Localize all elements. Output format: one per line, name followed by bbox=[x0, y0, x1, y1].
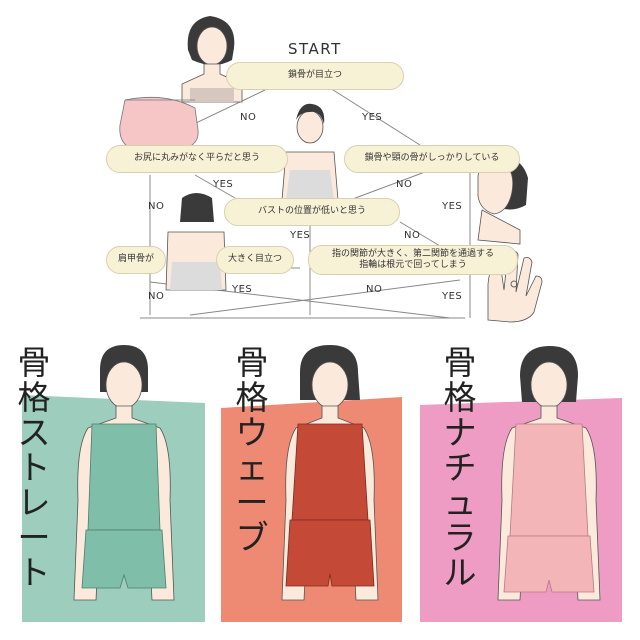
figure-natural bbox=[497, 346, 601, 601]
figure-wave bbox=[281, 345, 379, 601]
label-yes-6: YES bbox=[442, 291, 463, 302]
type-title-wave: 骨 格 ウ ェ ー ブ bbox=[232, 343, 272, 557]
label-yes-2: YES bbox=[213, 179, 234, 190]
type-title-char: ル bbox=[443, 552, 477, 592]
label-yes-3: YES bbox=[442, 201, 463, 212]
woman-bust-illustration bbox=[281, 103, 339, 201]
label-yes-4: YES bbox=[290, 230, 311, 241]
type-title-char: ウ bbox=[235, 412, 269, 452]
node-shoulder-blade-a: 肩甲骨が bbox=[106, 246, 166, 274]
label-no-4: NO bbox=[404, 230, 421, 241]
type-title-natural: 骨 格 ナ チ ュ ラ ル bbox=[440, 343, 480, 592]
label-no-5: NO bbox=[148, 291, 165, 302]
node-neck-bone: 鎖骨や頸の骨がしっかりしている bbox=[344, 145, 520, 173]
flow-connectors bbox=[140, 87, 471, 319]
label-no-1: NO bbox=[240, 112, 257, 123]
label-yes-1: YES bbox=[362, 112, 383, 123]
type-title-char: 骨 bbox=[17, 343, 51, 382]
node-finger: 指の関節が大きく、第二関節を通過する 指輪は根元で回ってしまう bbox=[308, 245, 518, 275]
type-title-char: 格 bbox=[235, 377, 269, 417]
back-illustration bbox=[165, 193, 227, 291]
type-title-char: ト bbox=[17, 552, 51, 592]
type-title-char: 骨 bbox=[235, 343, 269, 382]
node-shoulder-blade-b: 大きく目立つ bbox=[216, 246, 294, 274]
node-hip: お尻に丸みがなく平らだと思う bbox=[106, 145, 288, 173]
type-title-char: ェ bbox=[235, 447, 269, 487]
start-label: START bbox=[288, 40, 342, 58]
node-finger-line1: 指の関節が大きく、第二関節を通過する bbox=[331, 248, 494, 259]
type-title-char: レ bbox=[17, 482, 51, 522]
label-yes-5: YES bbox=[232, 284, 253, 295]
figure-straight bbox=[73, 345, 175, 601]
label-no-3: NO bbox=[148, 201, 165, 212]
type-title-char: ト bbox=[17, 447, 51, 487]
type-title-char: ー bbox=[235, 482, 269, 522]
label-no-6: NO bbox=[366, 284, 383, 295]
node-collarbone: 鎖骨が目立つ bbox=[226, 62, 404, 90]
type-title-char: 格 bbox=[443, 377, 477, 417]
type-title-char: チ bbox=[443, 447, 477, 487]
hip-illustration bbox=[119, 96, 199, 151]
node-bust: バストの位置が低いと思う bbox=[224, 198, 400, 226]
type-title-char: ラ bbox=[443, 517, 477, 557]
node-finger-line2: 指輪は根元で回ってしまう bbox=[359, 260, 467, 270]
type-title-char: ス bbox=[17, 412, 51, 452]
type-title-char: 骨 bbox=[443, 343, 477, 382]
type-title-char: ブ bbox=[235, 517, 269, 557]
label-no-2: NO bbox=[396, 179, 413, 190]
woman-top-illustration bbox=[181, 16, 243, 103]
type-title-char: 格 bbox=[17, 377, 51, 417]
type-title-char: ナ bbox=[443, 412, 477, 452]
type-title-char: ュ bbox=[443, 482, 477, 522]
type-title-straight: 骨 格 ス ト レ ー ト bbox=[14, 343, 54, 592]
type-title-char: ー bbox=[17, 517, 51, 557]
